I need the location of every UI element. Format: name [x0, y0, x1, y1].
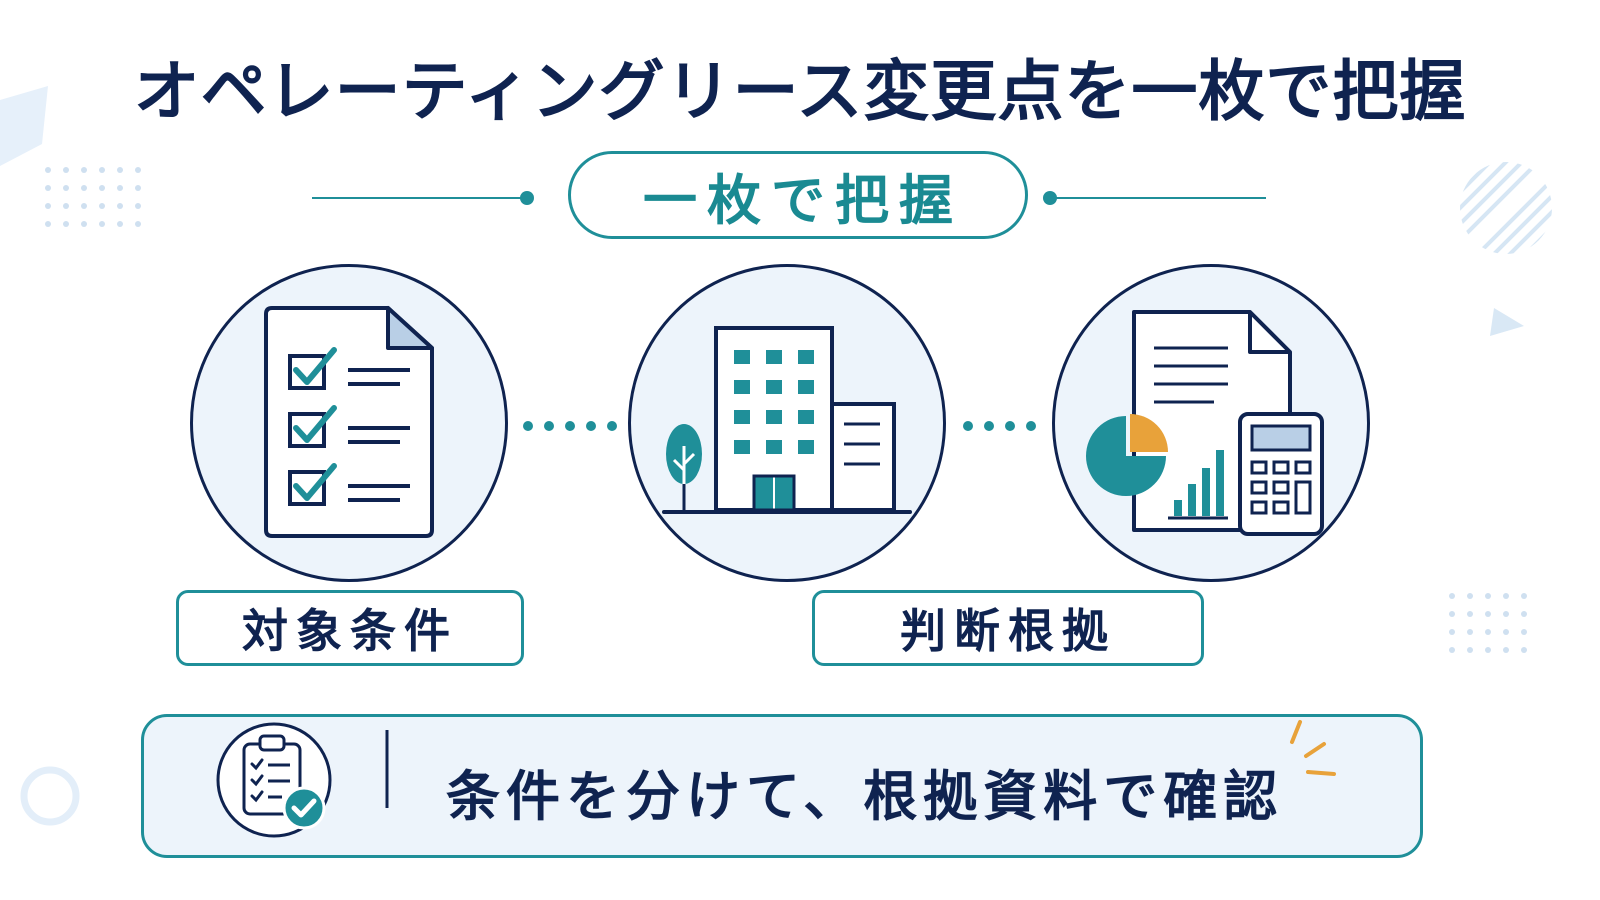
subtitle-pill: 一枚で把握 [568, 151, 1028, 239]
dotted-connector-1 [523, 421, 617, 431]
sparkle-accent-icon [1290, 720, 1336, 776]
financial-report-calculator-icon [1086, 310, 1324, 536]
dotted-connector-2 [963, 421, 1036, 431]
subtitle-connector-right [1043, 191, 1266, 205]
banner-divider [385, 730, 389, 808]
decor-left-triangle-icon [0, 86, 48, 166]
subtitle-text: 一枚で把握 [643, 168, 963, 232]
node-label-evidence: 判断根拠 [812, 590, 1204, 666]
node-label-conditions: 対象条件 [176, 590, 524, 666]
decor-dot-grid-left-icon [45, 167, 141, 227]
office-building-icon [662, 326, 912, 514]
checklist-document-icon [264, 306, 434, 538]
summary-banner [141, 714, 1423, 858]
clipboard-check-icon [216, 722, 332, 838]
banner-text: 条件を分けて、根拠資料で確認 [446, 765, 1284, 828]
subtitle-connector-left [312, 191, 534, 205]
node-label-evidence-text: 判断根拠 [900, 604, 1116, 658]
decor-striped-circle-icon [1460, 162, 1552, 254]
node-label-conditions-text: 対象条件 [242, 604, 458, 658]
decor-dot-grid-right-icon [1449, 593, 1527, 653]
decor-right-triangle-icon [1490, 308, 1524, 336]
decor-ring-icon [20, 766, 80, 826]
page-title: オペレーティングリース変更点を一枚で把握 [133, 53, 1467, 130]
